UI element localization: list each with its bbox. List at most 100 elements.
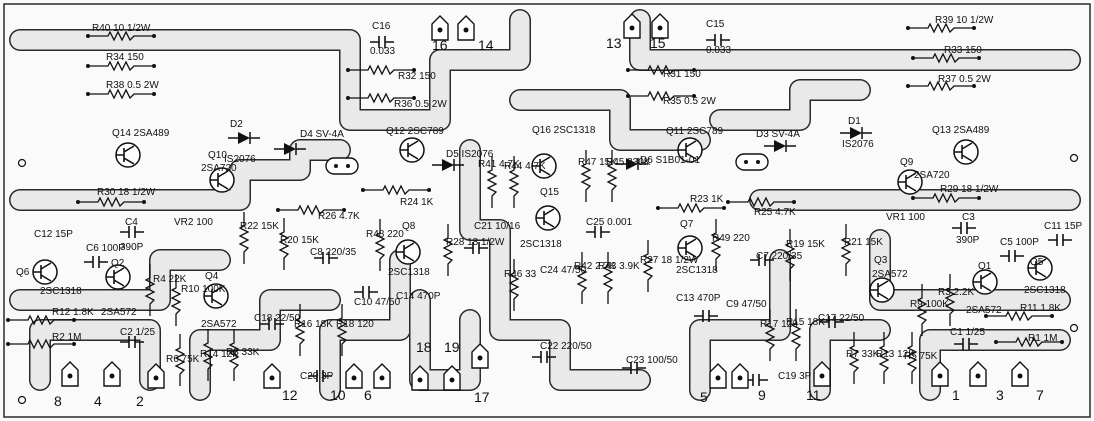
trace — [10, 10, 530, 130]
label-r17: R17 120 — [760, 319, 798, 330]
solder-pad — [692, 94, 696, 98]
label-r2: R2 1M — [52, 332, 82, 343]
label-r41: R41 4.7K — [478, 159, 520, 170]
resistor-symbol — [336, 304, 348, 356]
label-c7: C7 220/35 — [756, 251, 803, 262]
label-r38: R38 0.5 2W — [106, 80, 159, 91]
transistor-leads — [204, 286, 223, 306]
transistor-leads — [954, 142, 973, 162]
connector-hole — [379, 375, 385, 381]
solder-pad — [726, 200, 730, 204]
pad-label-10: 10 — [330, 387, 346, 403]
label-r18: R18 120 — [336, 319, 374, 330]
capacitor-symbol — [532, 351, 556, 363]
solder-pad — [692, 68, 696, 72]
resistor-symbol — [660, 202, 722, 214]
resistor-symbol — [576, 252, 588, 304]
transistor-leads — [1028, 258, 1047, 278]
resistor-symbol — [365, 184, 427, 196]
label-c8: C8 220/35 — [310, 247, 357, 258]
capacitor-symbol — [750, 254, 774, 266]
capacitor-symbol — [952, 222, 976, 234]
label-c15: C15 — [706, 19, 725, 30]
solder-pad — [346, 68, 350, 72]
resistor-symbol — [988, 310, 1050, 322]
pad-label-6: 6 — [364, 387, 372, 403]
solder-pad — [412, 68, 416, 72]
label-q1-type: 2SA572 — [966, 305, 1002, 316]
solder-pad — [6, 342, 10, 346]
solder-pad — [972, 26, 976, 30]
label-q13: Q13 2SA489 — [932, 125, 990, 136]
pad-label-11: 11 — [806, 387, 821, 403]
label-r22: R22 15K — [240, 221, 279, 232]
label-d1-type: IS2076 — [842, 139, 874, 150]
solder-pad — [977, 56, 981, 60]
label-r21: R21 15K — [844, 237, 883, 248]
label-r20: R20 15K — [280, 235, 319, 246]
label-r19: R19 15K — [786, 239, 825, 250]
transistor-leads — [106, 267, 125, 287]
label-q4: Q4 — [205, 271, 219, 282]
resistor-symbol — [784, 229, 796, 281]
resistor-symbol — [790, 309, 802, 361]
transistor-leads — [536, 208, 555, 228]
resistor-symbol — [602, 252, 614, 304]
trace — [190, 290, 340, 400]
transistor-leads — [678, 238, 697, 258]
label-c4: C4 — [125, 217, 138, 228]
solder-pad — [1050, 314, 1054, 318]
resistor-symbol — [642, 240, 654, 292]
connector-hole — [975, 373, 981, 379]
capacitor-symbol — [1048, 234, 1072, 246]
terminal-hole — [744, 160, 748, 164]
solder-pad — [342, 208, 346, 212]
label-q8: Q8 — [402, 221, 416, 232]
label-r33: R33 150 — [944, 45, 982, 56]
label-c19: C19 3P — [778, 371, 812, 382]
capacitor-symbol — [260, 318, 284, 330]
resistor-symbol — [90, 30, 152, 42]
label-q4-type: 2SA572 — [201, 319, 237, 330]
trace — [510, 90, 710, 150]
diode-symbol — [774, 140, 786, 152]
solder-pad — [72, 318, 76, 322]
trace — [320, 250, 410, 400]
connector-hole — [67, 373, 73, 379]
label-q3: Q3 — [874, 255, 888, 266]
label-c22: C22 220/50 — [540, 341, 592, 352]
label-d4: D4 SV-4A — [300, 129, 344, 140]
label-r40: R40 10 1/2W — [92, 23, 151, 34]
solder-pad — [361, 188, 365, 192]
label-q5: Q5 — [1030, 257, 1044, 268]
solder-pad — [152, 64, 156, 68]
resistor-symbol — [910, 22, 972, 34]
diode-symbol — [442, 159, 454, 171]
connector-hole — [477, 355, 483, 361]
solder-pad — [76, 200, 80, 204]
label-c4-value: 390P — [120, 242, 144, 253]
connector-hole — [819, 373, 825, 379]
resistor-symbol — [294, 304, 306, 356]
label-r34: R34 150 — [106, 52, 144, 63]
label-r8: R8 33K — [226, 347, 260, 358]
label-r45: R45 330K — [606, 157, 651, 168]
label-r36: R36 0.5 2W — [394, 99, 447, 110]
label-q10-type: 2SA720 — [201, 163, 237, 174]
pad-label-16: 16 — [432, 37, 448, 53]
resistor-symbol — [280, 204, 342, 216]
resistor-symbol — [916, 284, 928, 336]
terminal-hole — [334, 164, 338, 168]
connector-hole — [737, 375, 743, 381]
pad-label-15: 15 — [650, 35, 666, 51]
label-r39: R39 10 1/2W — [935, 15, 994, 26]
label-r9: R9 100K — [910, 299, 949, 310]
connector-hole — [417, 377, 423, 383]
label-d5: D5 IS2076 — [446, 149, 494, 160]
solder-pad — [427, 188, 431, 192]
connector-hole — [109, 373, 115, 379]
solder-pad — [906, 84, 910, 88]
transistor-leads — [400, 140, 419, 160]
capacitor-symbol — [354, 286, 378, 298]
